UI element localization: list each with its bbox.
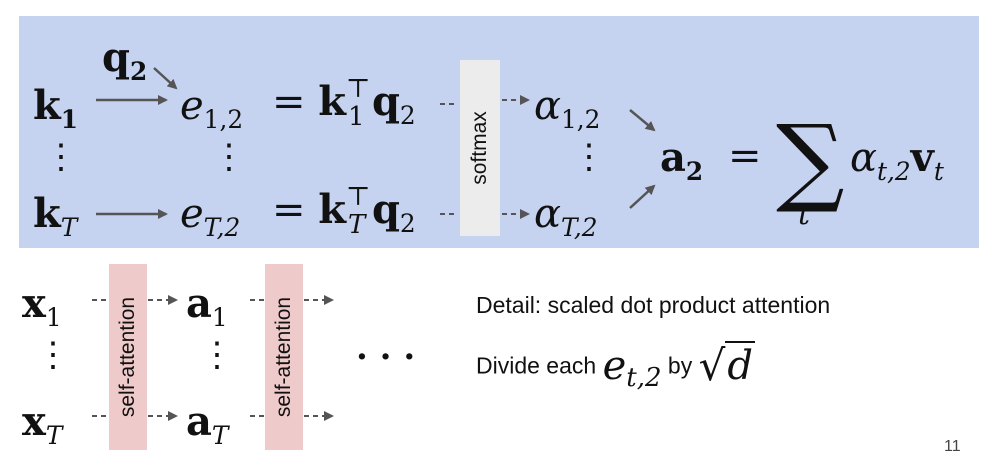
- sum-index: t: [798, 197, 811, 232]
- q2-label: q2: [102, 34, 148, 86]
- page-number: 11: [944, 438, 961, 455]
- alpha-v-term: αt,2vt: [850, 134, 944, 186]
- aT-label: aT: [186, 398, 229, 450]
- vdots-k: ⋮: [44, 137, 78, 177]
- self-attention-box-2: self-attention: [265, 264, 303, 450]
- arrow-alpha12-a2: [629, 109, 656, 132]
- arrow-alphaT2-a2: [629, 184, 656, 209]
- xT-label: xT: [22, 398, 63, 450]
- sqrt-d: d: [725, 341, 755, 389]
- detail-line-1: Detail: scaled dot product attention: [476, 292, 831, 318]
- alpha12-label: α1,2: [534, 83, 601, 134]
- ellipsis: · · ·: [356, 337, 416, 377]
- sqrt-symbol: √: [698, 341, 726, 390]
- vdots-a: ⋮: [200, 335, 234, 375]
- a2-label: a2: [660, 134, 704, 186]
- e12-label: e1,2: [180, 83, 244, 134]
- detail-e-var: e: [602, 343, 627, 389]
- a1-label: a1: [186, 280, 228, 332]
- detail-e-sub: t,2: [626, 363, 662, 394]
- eT2-label: eT,2: [180, 191, 241, 242]
- kT-label: kT: [33, 190, 78, 242]
- sum-symbol: ∑: [776, 104, 845, 216]
- detail-line-2: Divide each et,2 by √d: [476, 341, 755, 394]
- softmax-box: softmax: [460, 60, 500, 236]
- vdots-x: ⋮: [36, 335, 70, 375]
- k1-label: k1: [33, 82, 78, 134]
- a2-equals: =: [728, 133, 762, 179]
- self-attention-box-1: self-attention: [109, 264, 147, 450]
- x1-label: x1: [22, 280, 62, 332]
- vdots-e: ⋮: [212, 137, 246, 177]
- vdots-alpha: ⋮: [572, 137, 606, 177]
- arrow-q2: [153, 67, 178, 90]
- alphaT2-label: αT,2: [534, 191, 598, 242]
